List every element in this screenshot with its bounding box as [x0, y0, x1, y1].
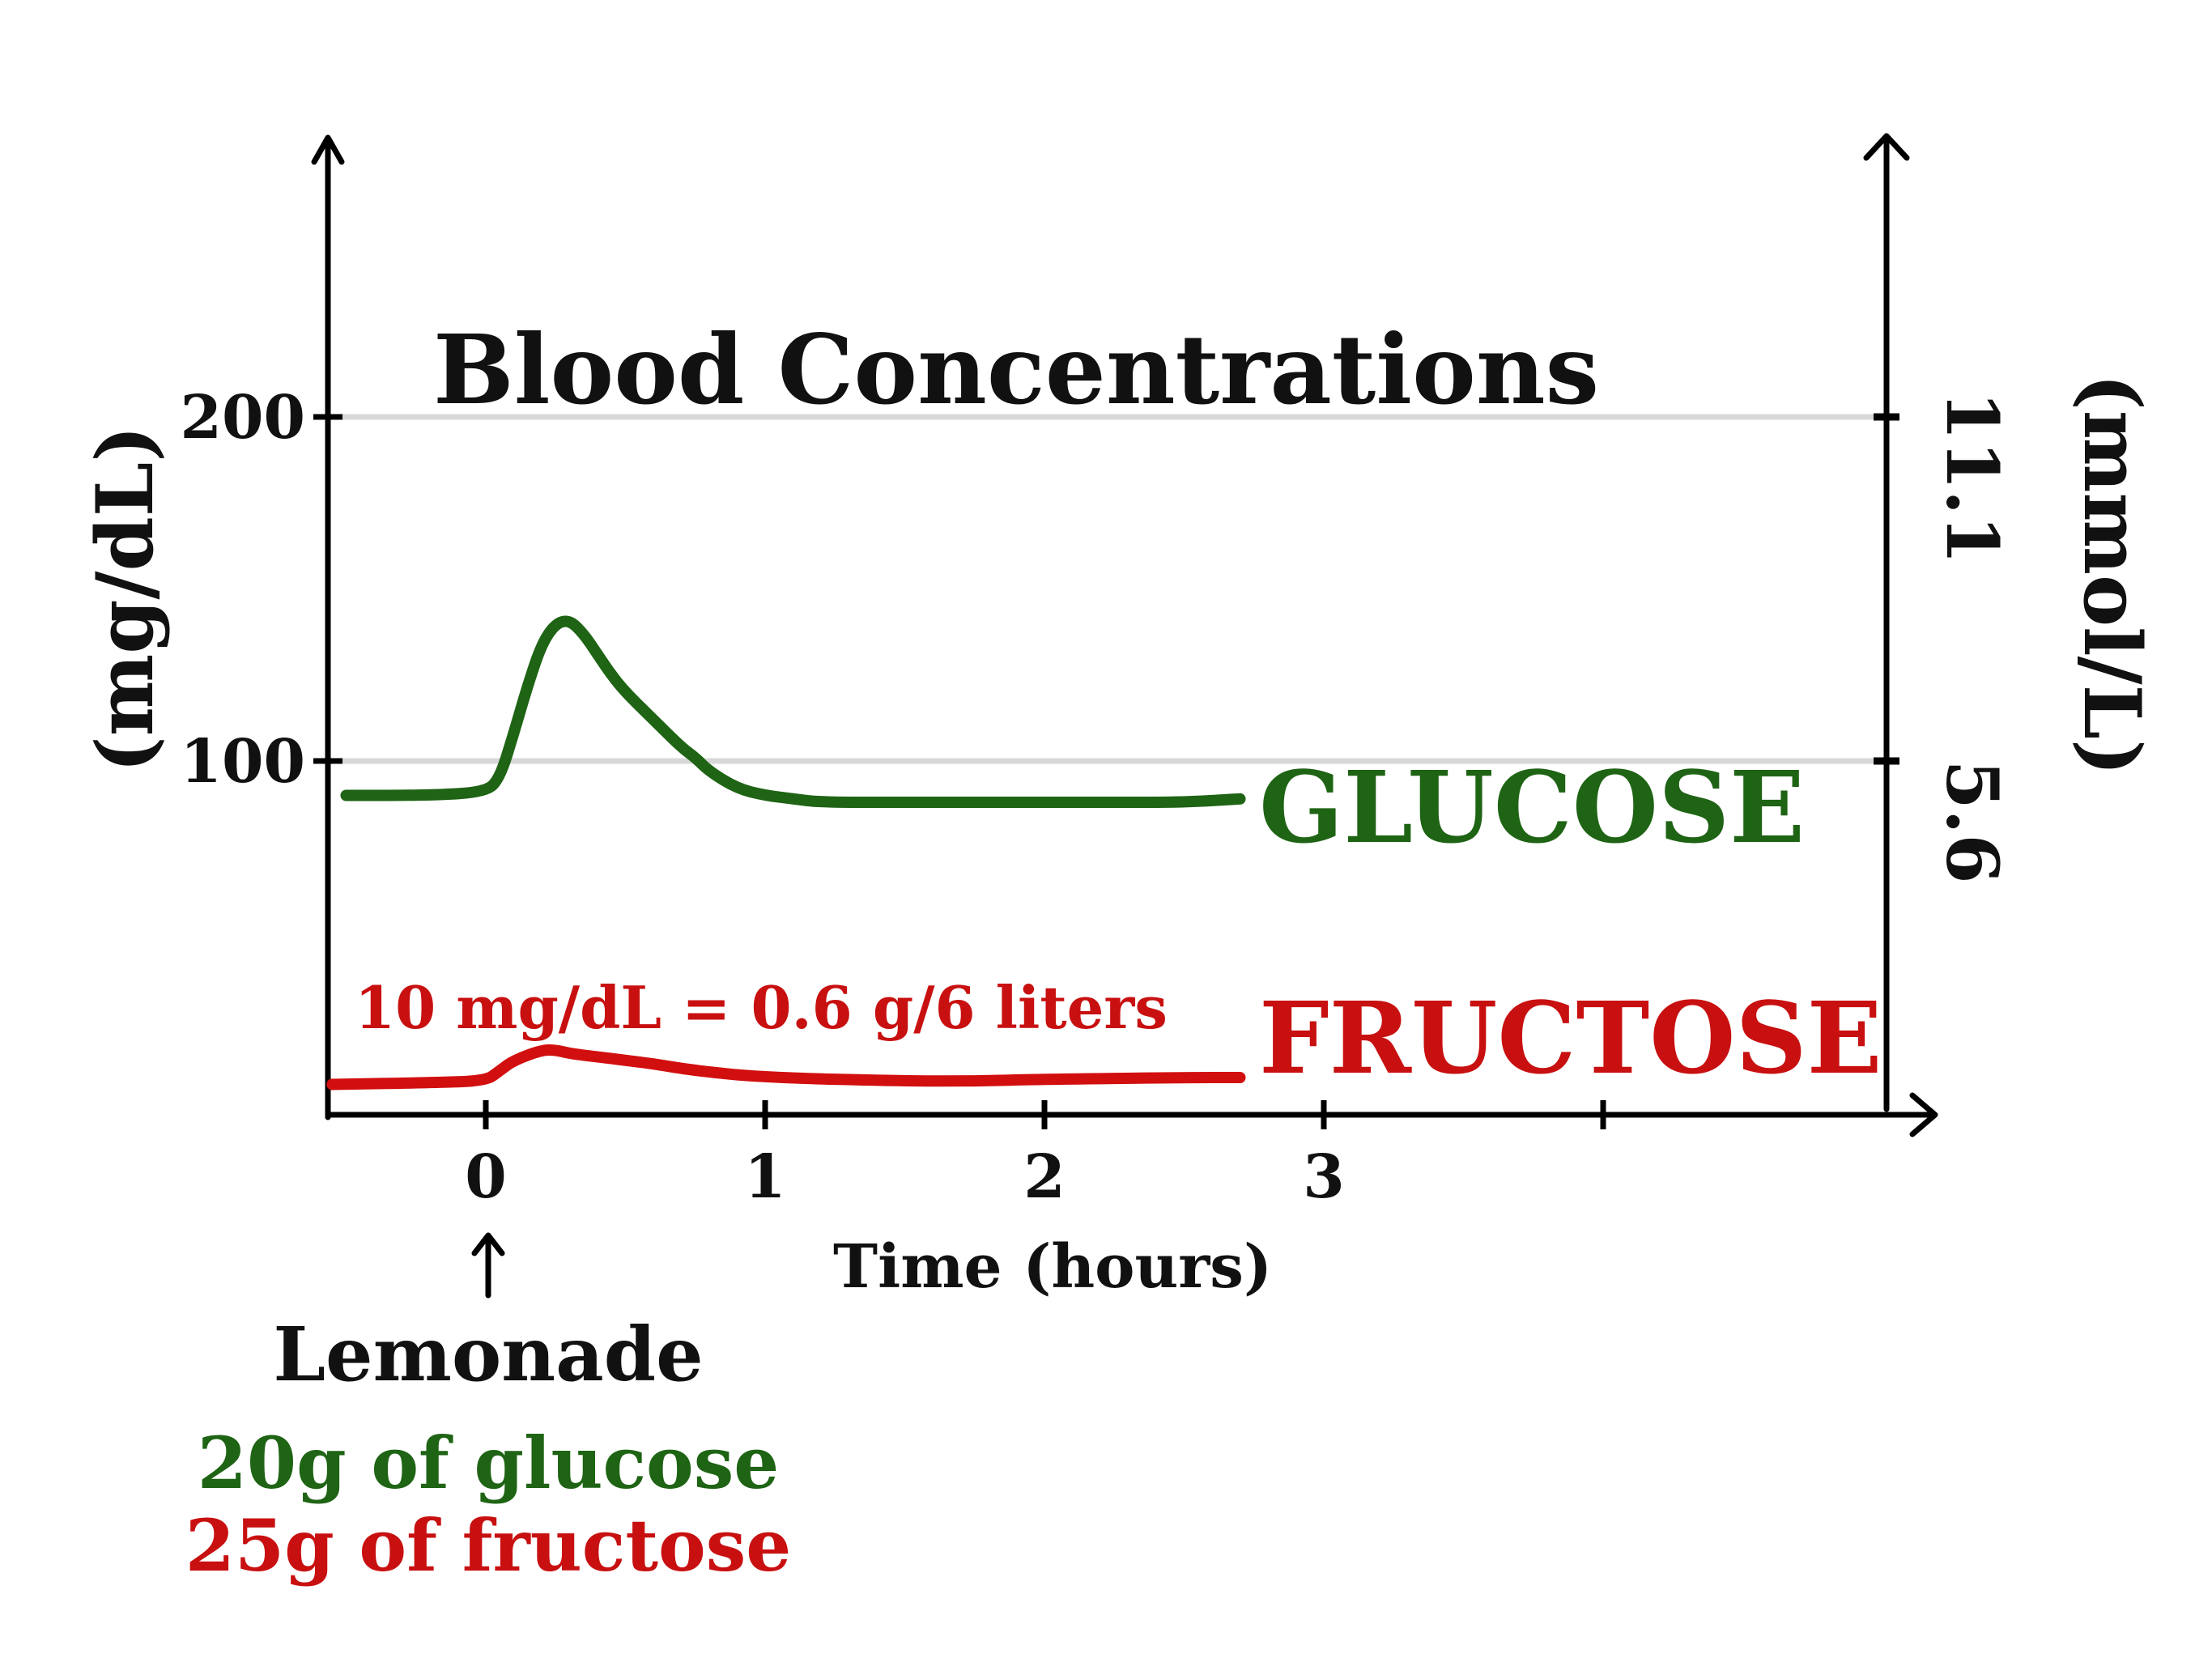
series-line-glucose: [340, 615, 1246, 809]
right-y-tick-label-5.6: 5.6: [1930, 759, 2014, 883]
axes: [311, 133, 1938, 1137]
left-y-axis-label: (mg/dL): [79, 425, 171, 772]
x-axis-label: Time (hours): [833, 1232, 1272, 1302]
fructose-annotation: 10 mg/dL = 0.6 g/6 liters: [355, 973, 1168, 1042]
y-tick-label-200: 200: [181, 383, 305, 453]
x-tick-label-2: 2: [1023, 1142, 1066, 1212]
series-line-fructose: [326, 1044, 1246, 1090]
right-y-axis-arrowhead: [1863, 133, 1910, 161]
y-tick-label-100: 100: [181, 727, 305, 797]
x-tick-label-3: 3: [1303, 1142, 1345, 1212]
x-tick-label-0: 0: [465, 1142, 507, 1212]
ticks: 100 200 5.6 11.1 0 1 2 3: [181, 383, 2014, 1212]
dose-arrow-head: [471, 1232, 505, 1256]
dose-marker: Lemonade 20g of glucose 25g of fructose: [185, 1232, 791, 1588]
dose-label: Lemonade: [273, 1311, 703, 1398]
series: [326, 615, 1246, 1090]
legend-fructose-label: FRUCTOSE: [1259, 980, 1882, 1096]
right-y-tick-label-11.1: 11.1: [1930, 391, 2014, 564]
left-y-axis-arrowhead: [311, 134, 345, 165]
chart-title: Blood Concentrations: [433, 313, 1599, 426]
dose-glucose-amount: 20g of glucose: [198, 1421, 780, 1505]
gridlines: [331, 414, 1883, 764]
x-tick-label-1: 1: [744, 1142, 786, 1212]
right-y-axis-label: (mmol/L): [2066, 373, 2158, 776]
legend-glucose-label: GLUCOSE: [1259, 749, 1805, 865]
x-axis-arrowhead: [1909, 1092, 1938, 1137]
dose-fructose-amount: 25g of fructose: [185, 1503, 791, 1588]
